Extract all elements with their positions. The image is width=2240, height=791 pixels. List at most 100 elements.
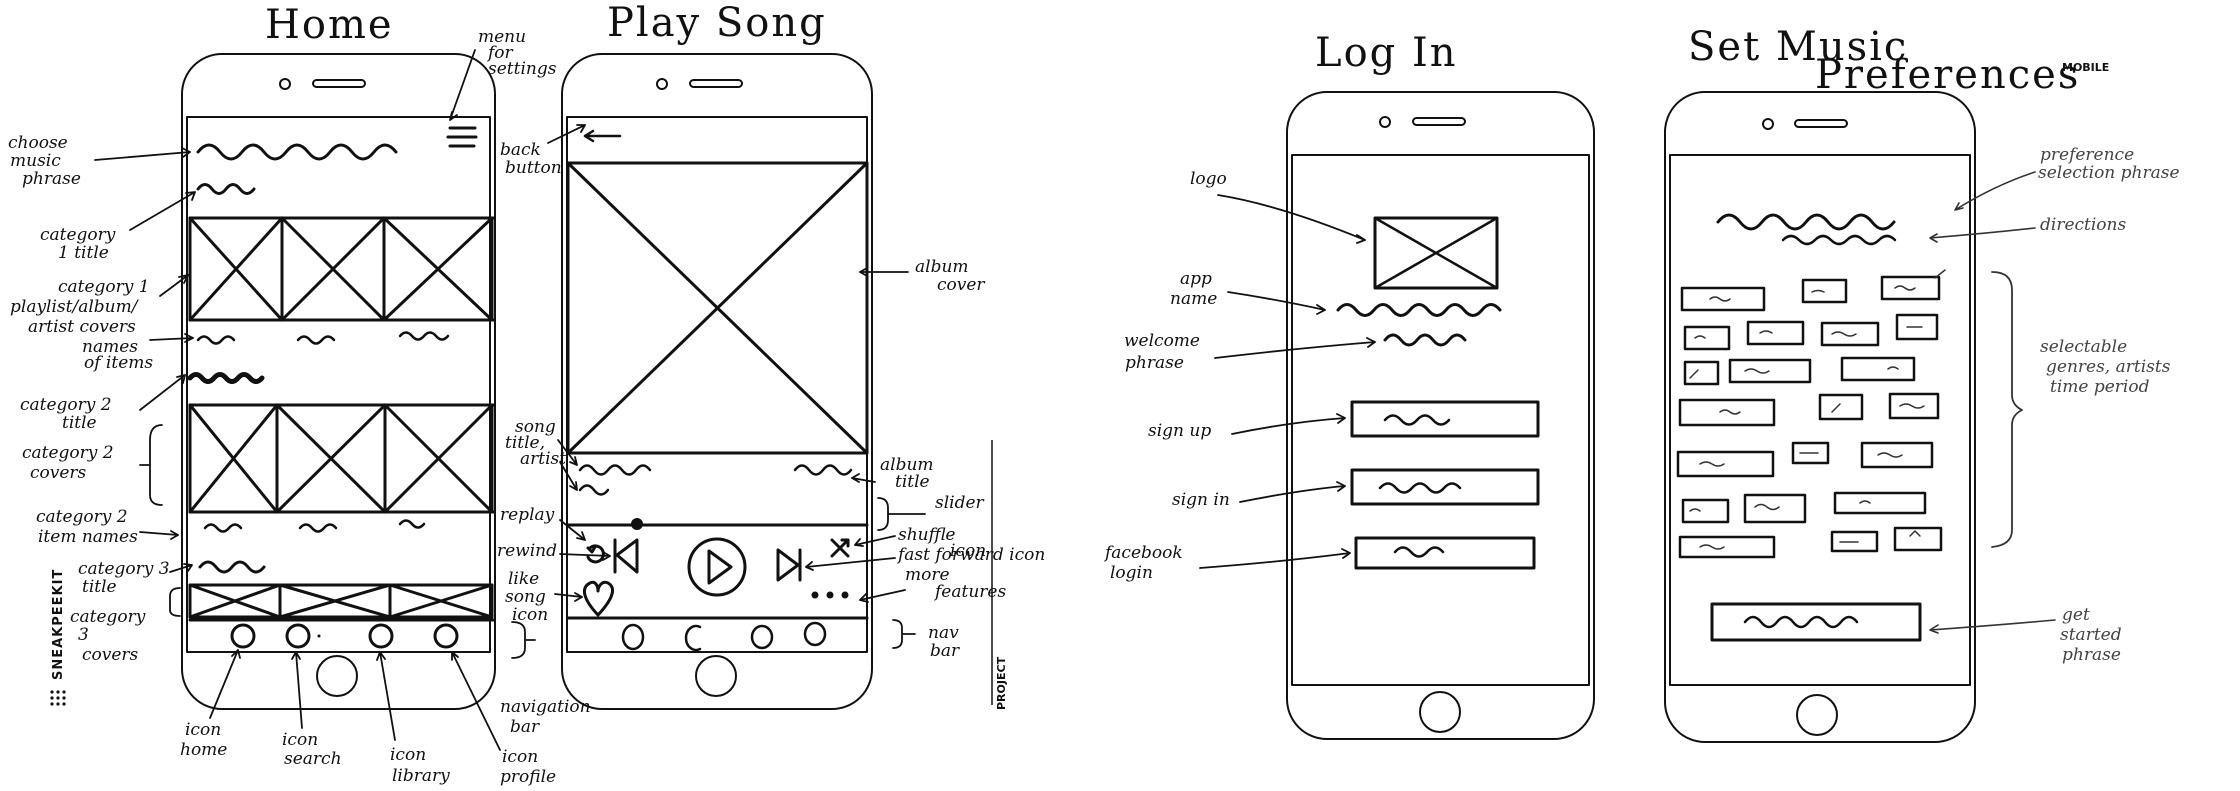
icon-search-label: icon search	[282, 651, 342, 769]
svg-text:features: features	[933, 582, 1006, 602]
svg-text:song: song	[505, 587, 546, 607]
play-button-icon	[687, 537, 747, 597]
svg-text:settings: settings	[488, 59, 557, 79]
category3-covers-label: category 3 covers	[70, 587, 181, 665]
category1-covers-label: category 1 playlist/album/ artist covers	[10, 274, 189, 337]
search-icon	[285, 623, 311, 649]
svg-text:time period: time period	[2050, 377, 2150, 397]
svg-text:logo: logo	[1190, 169, 1227, 189]
svg-text:choose: choose	[8, 133, 68, 153]
cat2-item-name-2	[298, 523, 338, 533]
svg-text:started: started	[2060, 625, 2122, 645]
category2-title-label: category 2 title	[20, 374, 186, 433]
svg-text:navigation: navigation	[500, 697, 591, 717]
login-title: Log In	[1315, 30, 1458, 76]
replay-label: replay	[500, 505, 586, 541]
svg-text:nav: nav	[928, 623, 959, 643]
fast-forward-label: fast forward icon	[805, 545, 1045, 571]
like-song-label: like song icon	[505, 569, 583, 625]
artist-squiggle	[578, 484, 610, 496]
get-started-label: get started phrase	[1929, 605, 2122, 665]
svg-text:category 2: category 2	[36, 507, 128, 527]
svg-text:bar: bar	[930, 641, 960, 661]
svg-text:bar: bar	[510, 717, 540, 737]
sign-up-button[interactable]	[1350, 400, 1540, 438]
choose-music-squiggle	[196, 143, 398, 161]
category1-title-squiggle	[196, 183, 256, 195]
svg-text:song: song	[515, 417, 556, 437]
svg-text:menu: menu	[478, 27, 526, 47]
album-cover	[566, 161, 869, 455]
album-title-label: album title	[851, 455, 934, 492]
category1-covers	[188, 216, 496, 322]
svg-text:like: like	[508, 569, 539, 589]
category3-title-squiggle	[198, 560, 266, 574]
cat1-item-name-1	[196, 335, 236, 345]
preference-phrase-label: preference selection phrase	[1954, 145, 2180, 211]
svg-text:shuffle: shuffle	[898, 525, 955, 545]
svg-text:app: app	[1180, 269, 1212, 289]
category3-covers	[188, 583, 494, 619]
fast-forward-icon	[776, 548, 802, 582]
svg-text:item names: item names	[38, 527, 138, 547]
cat2-item-name-1	[203, 523, 243, 533]
album-cover-label: album cover	[859, 257, 985, 295]
svg-text:for: for	[486, 43, 514, 63]
svg-text:fast forward icon: fast forward icon	[896, 545, 1045, 565]
navigation-bar-label: navigation bar	[500, 621, 591, 737]
names-items-label: names of items	[82, 333, 194, 373]
svg-text:category 1: category 1	[58, 277, 150, 297]
svg-text:icon: icon	[390, 745, 426, 765]
menu-icon	[446, 126, 478, 148]
choose-music-label: choose music phrase	[8, 133, 191, 189]
svg-text:home: home	[180, 740, 227, 760]
like-heart-icon	[582, 580, 614, 617]
selectable-genres-label: selectable genres, artists time period	[1991, 271, 2171, 548]
svg-text:button: button	[505, 158, 562, 178]
svg-text:category 2: category 2	[22, 443, 114, 463]
home-annotations: menu for settings choose music phrase ca…	[8, 27, 591, 787]
song-title-label: song title, artist	[505, 417, 578, 491]
svg-text:genres, artists: genres, artists	[2046, 357, 2171, 377]
svg-text:of items: of items	[84, 353, 153, 373]
svg-text:profile: profile	[500, 767, 556, 787]
svg-text:album: album	[915, 257, 969, 277]
icon-home-label: icon home	[180, 649, 241, 760]
back-arrow-icon	[583, 129, 622, 143]
svg-text:selection phrase: selection phrase	[2038, 163, 2180, 183]
svg-text:names: names	[82, 337, 138, 357]
replay-icon	[586, 544, 605, 564]
prefs-screen-content	[1676, 213, 1946, 642]
genre-option-grid[interactable]	[1676, 269, 1946, 559]
welcome-squiggle	[1383, 333, 1467, 347]
login-annotations: logo app name welcome phrase sign up sig…	[1103, 169, 1376, 583]
home-phone	[181, 53, 496, 710]
svg-text:title: title	[62, 413, 97, 433]
svg-text:name: name	[1170, 289, 1217, 309]
svg-text:title: title	[895, 472, 930, 492]
svg-text:welcome: welcome	[1124, 331, 1200, 351]
facebook-login-label: facebook login	[1103, 543, 1351, 583]
more-dots-icon	[811, 591, 849, 599]
facebook-login-button[interactable]	[1354, 536, 1536, 570]
svg-text:back: back	[500, 140, 541, 160]
svg-text:icon: icon	[282, 730, 318, 750]
home-screen-content	[187, 126, 496, 649]
svg-text:category: category	[70, 607, 146, 627]
brand-side-text: SNEAKPEEKIT	[51, 569, 66, 680]
svg-text:category 2: category 2	[20, 395, 112, 415]
svg-text:title: title	[82, 577, 117, 597]
cat2-item-name-3	[398, 519, 426, 529]
get-started-button[interactable]	[1710, 602, 1922, 642]
directions-label: directions	[1929, 215, 2126, 243]
prefs-title-line1: Set Music	[1688, 24, 1908, 70]
svg-text:replay: replay	[500, 505, 555, 525]
svg-text:playlist/album/: playlist/album/	[10, 297, 140, 317]
sign-in-button[interactable]	[1350, 468, 1540, 506]
back-button-label: back button	[500, 124, 586, 178]
svg-text:album: album	[880, 455, 934, 475]
svg-text:library: library	[392, 766, 450, 786]
pref-phrase-squiggle	[1716, 213, 1896, 231]
svg-text:icon: icon	[950, 541, 986, 561]
